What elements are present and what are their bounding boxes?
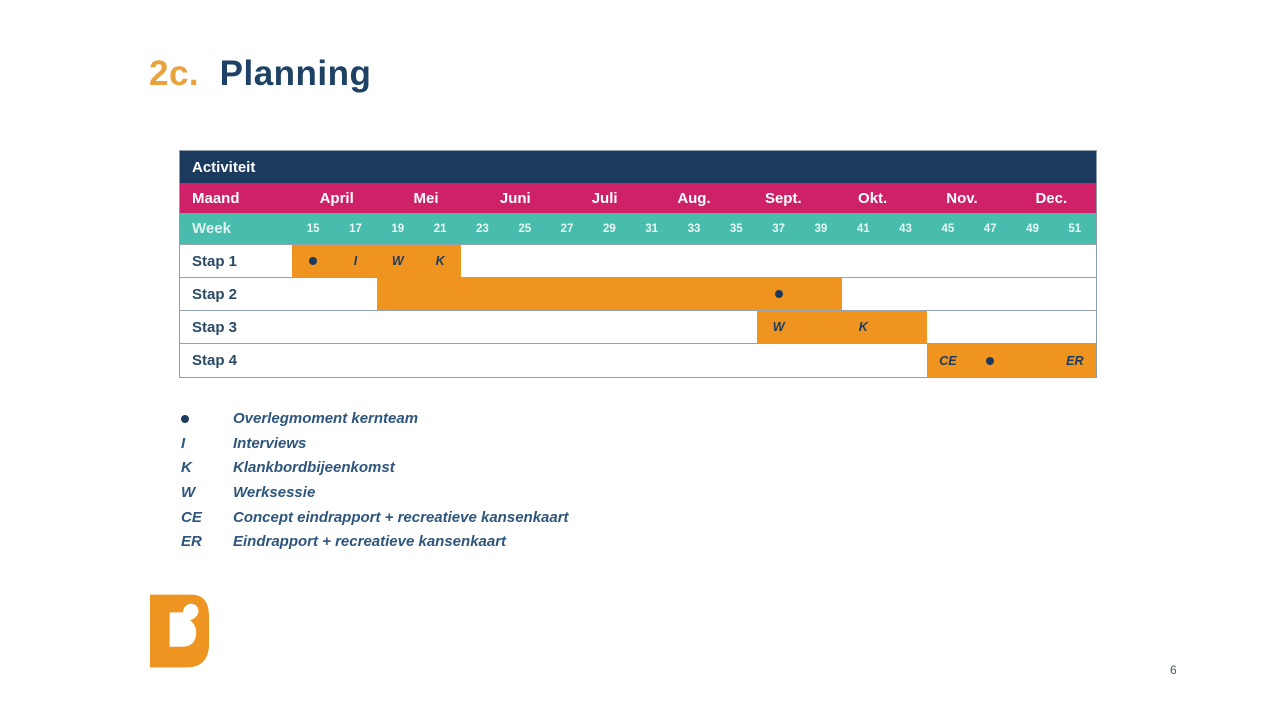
task-label: Stap 3 — [192, 318, 238, 336]
gantt-week-row: Week 15 17 19 21 23 25 27 29 31 33 35 37 39 41 43 45 47 4… — [180, 213, 1096, 244]
month-label-aug: Aug. — [677, 189, 711, 207]
week-label-33: 33 — [687, 222, 701, 235]
task-label: Stap 4 — [192, 352, 238, 369]
legend-label: Eindrapport + recreatieve kansenkaart — [233, 533, 507, 551]
month-label-dec: Dec. — [1035, 189, 1068, 207]
gantt-bar-stap-3 — [757, 311, 927, 343]
week-label-35: 35 — [729, 222, 743, 235]
month-label-sept: Sept. — [764, 189, 802, 207]
week-label-19: 19 — [391, 222, 405, 235]
task-row-stap-1: Stap 1 I W K — [180, 244, 1096, 277]
legend-symbol-w: W — [181, 483, 196, 501]
meeting-dot-marker — [774, 290, 783, 298]
week-label-51: 51 — [1068, 222, 1082, 235]
meeting-dot-marker — [986, 356, 995, 365]
week-label-39: 39 — [814, 222, 828, 235]
page-title: 2c. Planning — [149, 54, 371, 94]
marker-w: W — [772, 319, 785, 334]
gantt-bar-stap-4 — [926, 344, 1096, 377]
meeting-dot-marker — [309, 257, 318, 265]
legend-item: CE Concept eindrapport + recreatieve kans… — [181, 505, 569, 530]
task-label: Stap 1 — [192, 252, 238, 270]
task-row-stap-4: Stap 4 CE ER — [180, 343, 1096, 377]
marker-k: K — [435, 253, 445, 268]
marker-i: I — [353, 253, 358, 268]
gantt-header-label: Activiteit — [192, 158, 256, 176]
legend-label: Interviews — [233, 434, 307, 452]
task-rows: Stap 1 I W K Stap 2 Stap 3 W K Stap 4 CE ER — [180, 244, 1096, 377]
month-cells: April Mei Juni Juli Aug. Sept. Okt. Nov. Dec. — [292, 183, 1096, 213]
legend-symbol-i: I — [181, 434, 186, 452]
legend-symbol-k: K — [181, 459, 192, 477]
legend-item: ER Eindrapport + recreatieve kansenkaart — [181, 529, 569, 554]
month-label-nov: Nov. — [946, 189, 978, 207]
month-label-okt: Okt. — [858, 189, 888, 207]
page-title-main: Planning — [219, 54, 372, 93]
week-label-17: 17 — [349, 222, 362, 235]
week-label-15: 15 — [306, 222, 320, 235]
week-label-23: 23 — [476, 222, 489, 235]
gantt-bar-stap-1 — [292, 245, 462, 277]
legend-dot-icon — [181, 410, 233, 427]
gantt-table: Activiteit Maand April Mei Juni Juli Aug. Sep… — [179, 150, 1097, 378]
legend-item: W Werksessie — [181, 480, 569, 505]
month-label-mei: Mei — [413, 189, 439, 207]
month-label-juli: Juli — [591, 189, 618, 207]
month-label-april: April — [319, 189, 354, 207]
month-label-juni: Juni — [499, 189, 531, 207]
week-label-49: 49 — [1026, 222, 1039, 235]
week-label-41: 41 — [856, 222, 870, 235]
task-row-stap-2: Stap 2 — [180, 277, 1096, 310]
page-title-prefix: 2c. — [149, 54, 200, 93]
week-cells: 15 17 19 21 23 25 27 29 31 33 35 37 39 41 43 45 47 49 51 — [292, 213, 1096, 244]
gantt-bar-stap-2 — [376, 278, 843, 310]
dot-icon — [181, 414, 189, 423]
legend-item: K Klankbordbijeenkomst — [181, 455, 569, 480]
week-row-label: Week — [192, 220, 231, 237]
d-logo-icon — [150, 594, 209, 668]
legend-symbol-er: ER — [181, 533, 202, 551]
task-label: Stap 2 — [192, 285, 238, 303]
week-label-47: 47 — [983, 222, 997, 235]
legend-item: I Interviews — [181, 431, 569, 456]
marker-ce: CE — [939, 353, 957, 368]
week-label-25: 25 — [518, 222, 532, 235]
marker-er: ER — [1066, 353, 1084, 368]
week-label-21: 21 — [433, 222, 447, 235]
marker-k: K — [858, 319, 868, 334]
week-label-45: 45 — [941, 222, 955, 235]
legend-label: Klankbordbijeenkomst — [233, 459, 395, 477]
week-label-27: 27 — [560, 222, 574, 235]
gantt-header-row: Activiteit — [180, 151, 1096, 183]
legend-item: Overlegmoment kernteam — [181, 406, 569, 431]
page-number: 6 — [1170, 663, 1177, 677]
legend-symbol-ce: CE — [181, 508, 202, 526]
week-label-31: 31 — [645, 222, 659, 235]
task-row-stap-3: Stap 3 W K — [180, 310, 1096, 343]
week-label-43: 43 — [899, 222, 912, 235]
marker-w: W — [391, 253, 404, 268]
month-row-label: Maand — [192, 189, 240, 207]
gantt-month-row: Maand April Mei Juni Juli Aug. Sept. Okt. Nov. D… — [180, 183, 1096, 213]
week-label-29: 29 — [602, 222, 616, 235]
legend-label: Werksessie — [233, 483, 316, 501]
legend-label: Overlegmoment kernteam — [233, 409, 419, 427]
week-label-37: 37 — [772, 222, 785, 235]
legend-label: Concept eindrapport + recreatieve kansen… — [233, 508, 569, 526]
